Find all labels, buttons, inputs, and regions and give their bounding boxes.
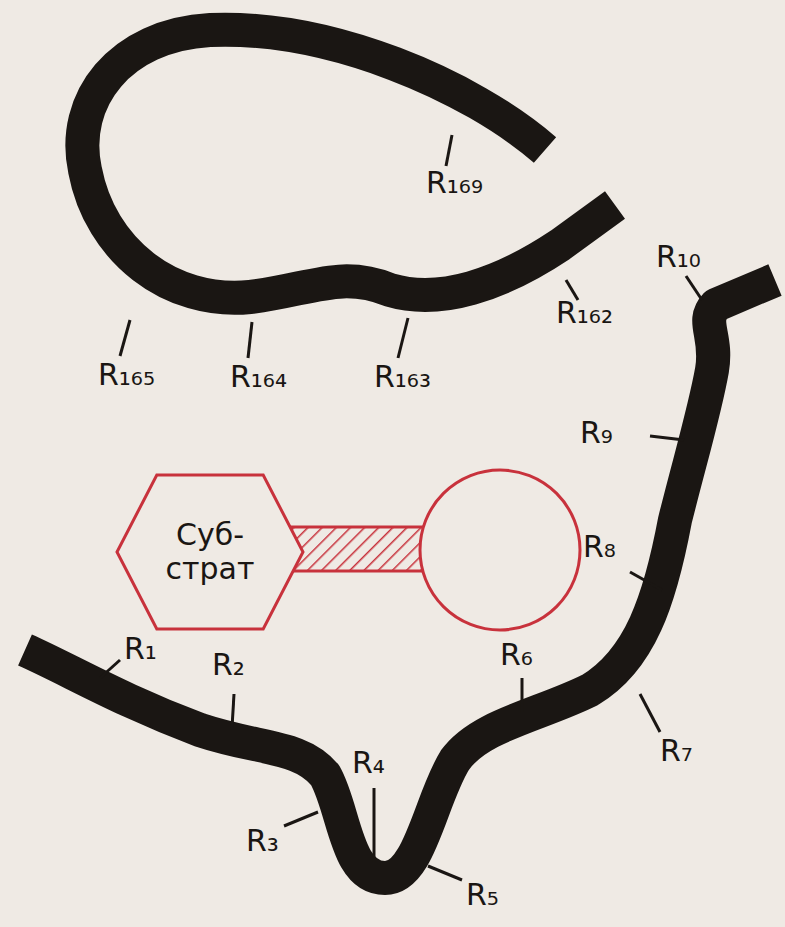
- residue-label: R₈: [583, 532, 616, 562]
- residue-label: R₃: [246, 826, 279, 856]
- residue-label: R₁₆₄: [230, 362, 287, 392]
- residue-label: R₅: [466, 880, 499, 910]
- residue-label: R₄: [352, 748, 385, 778]
- substrate-text: Суб- страт: [160, 518, 260, 587]
- residue-label: R₁: [124, 634, 157, 664]
- residue-label: R₉: [580, 418, 613, 448]
- residue-label: R₂: [212, 650, 245, 680]
- residue-label: R₇: [660, 736, 693, 766]
- hexagon-shape: [117, 475, 303, 629]
- residue-label: R₁₆₃: [374, 362, 431, 392]
- side-chain-ticks: [100, 135, 702, 880]
- polypeptide-chain: [25, 280, 775, 878]
- residue-label: R₁₆₂: [556, 298, 613, 328]
- residue-label: R₁₀: [656, 242, 701, 272]
- substrate-hexagon: Суб- страт: [115, 473, 305, 631]
- substrate-group: [420, 470, 580, 630]
- substrate-linker: [285, 527, 425, 571]
- residue-label: R₆: [500, 640, 533, 670]
- residue-label: R₁₆₅: [98, 360, 155, 390]
- polypeptide-chain: [82, 30, 615, 298]
- residue-label: R₁₆₉: [426, 168, 483, 198]
